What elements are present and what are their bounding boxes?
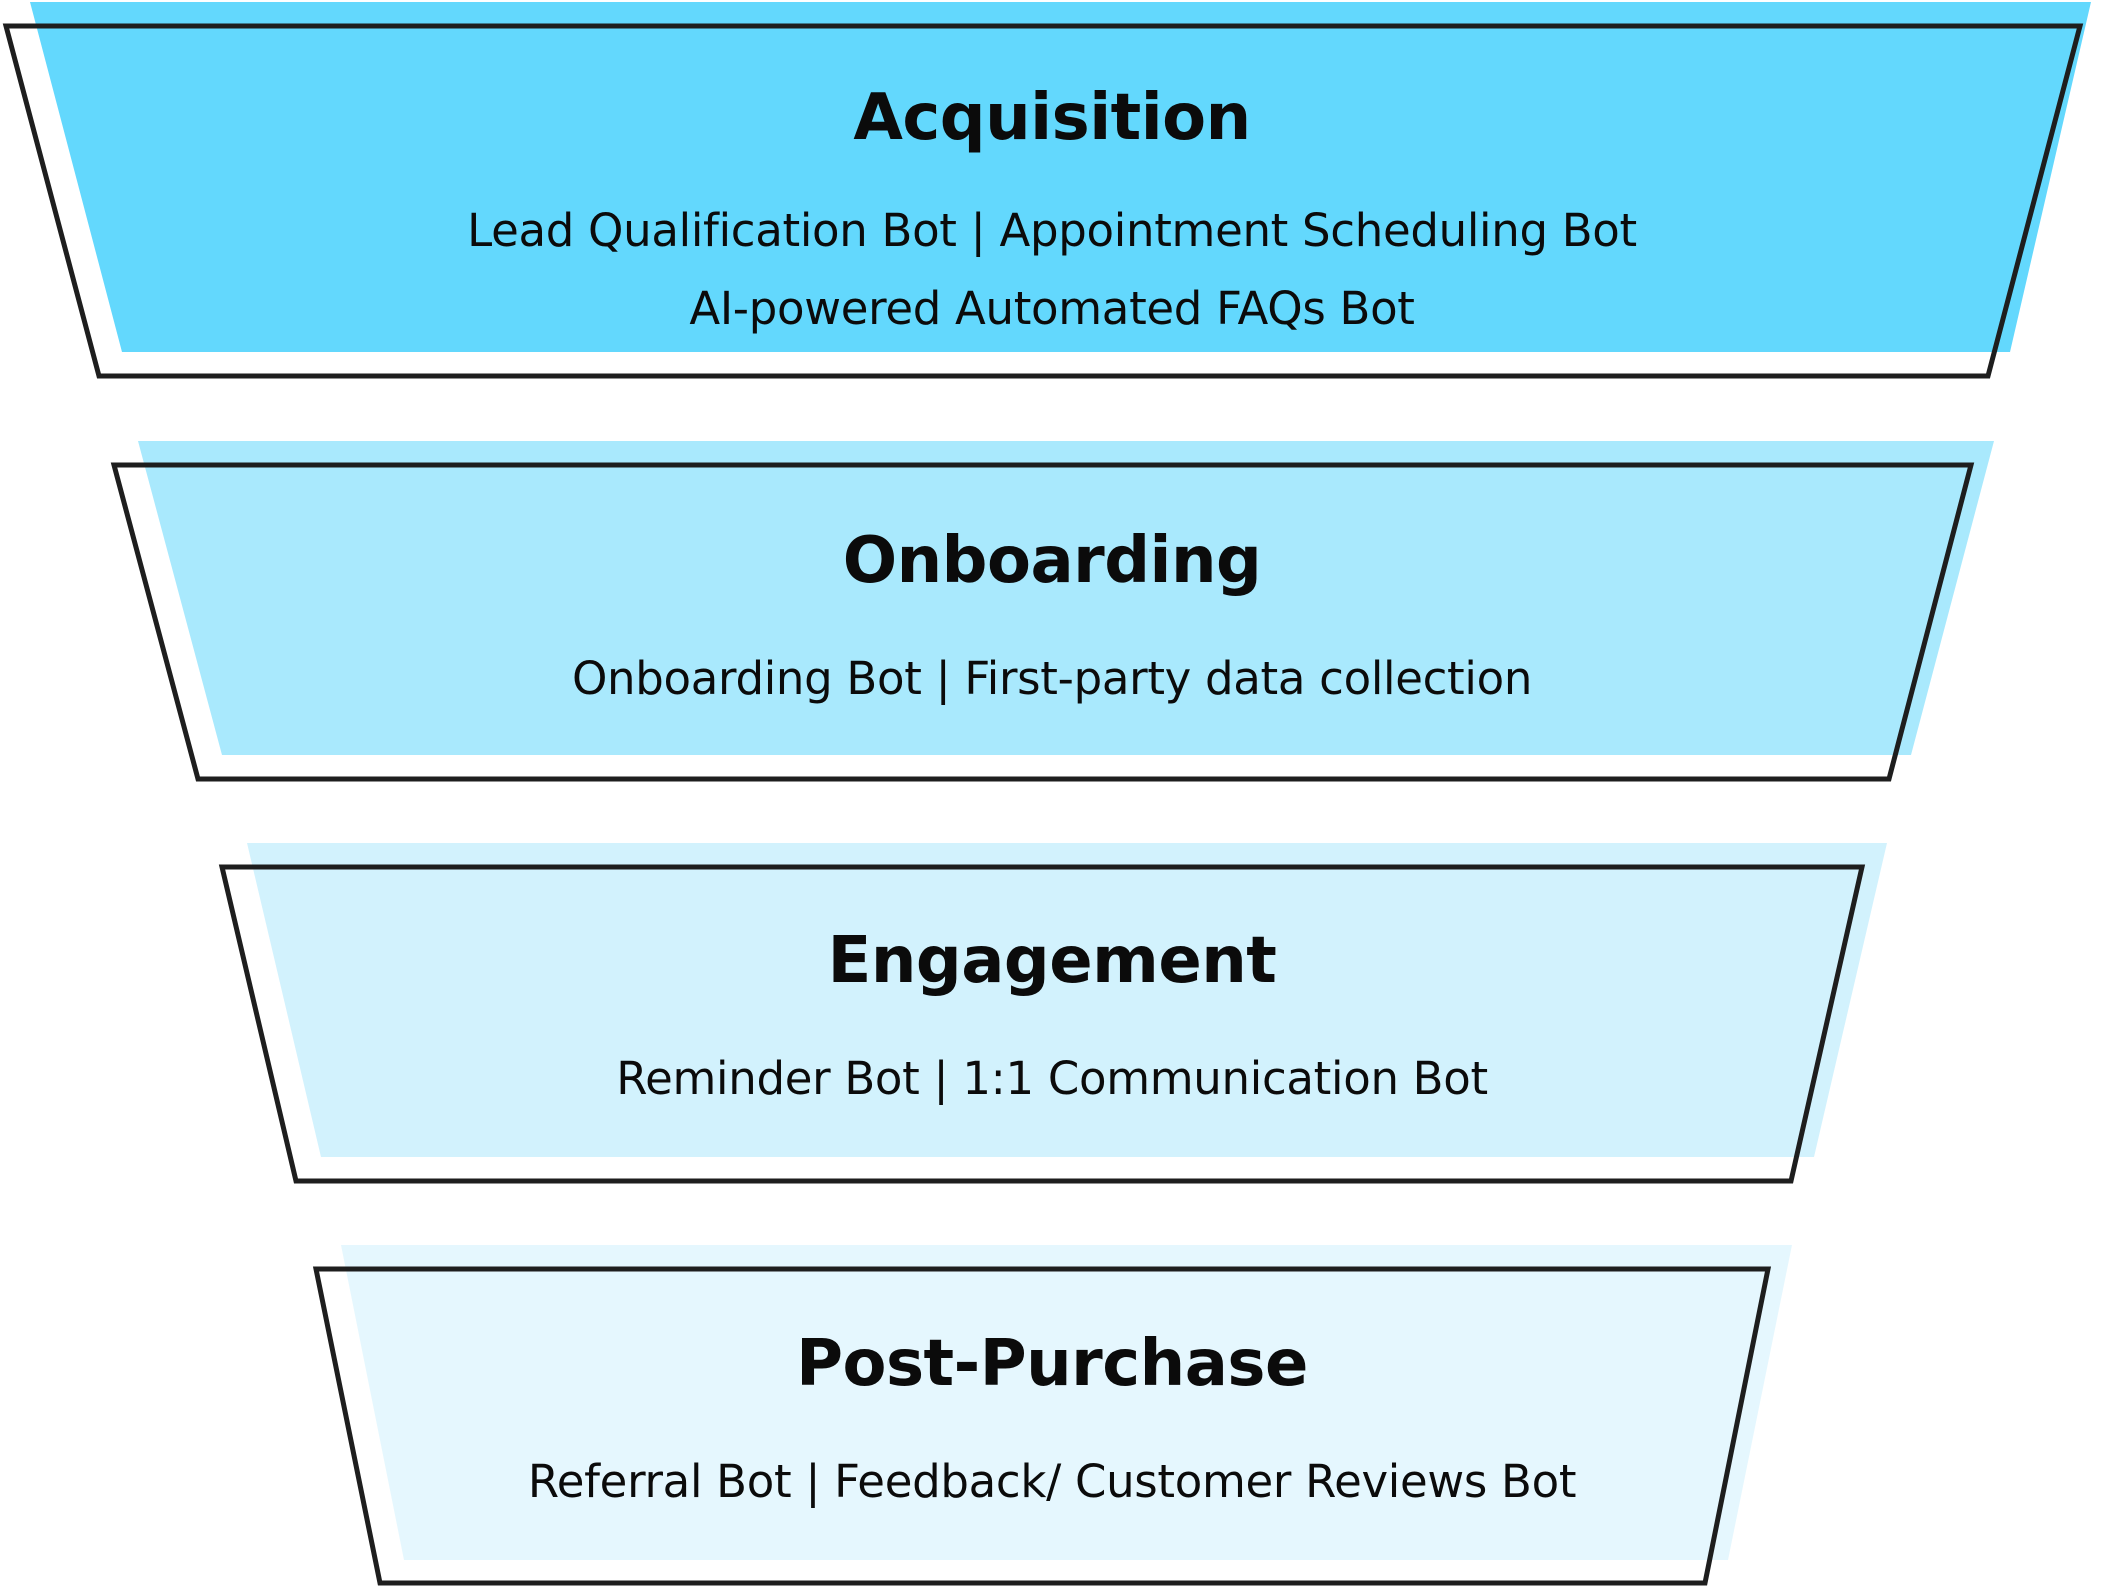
acquisition-fill-shape bbox=[30, 2, 2091, 352]
acquisition-bots-line-1-row: Lead Qualification Bot | Appointment Sch… bbox=[0, 208, 2104, 253]
onboarding-bots-row: Onboarding Bot | First-party data collec… bbox=[0, 656, 2104, 701]
acquisition-bots-line-1: Lead Qualification Bot | Appointment Sch… bbox=[467, 204, 1637, 257]
acquisition-bots-line-2: AI-powered Automated FAQs Bot bbox=[689, 282, 1415, 335]
post-purchase-title: Post-Purchase bbox=[796, 1327, 1308, 1401]
engagement-bots-line: Reminder Bot | 1:1 Communication Bot bbox=[616, 1052, 1488, 1105]
engagement-fill-shape bbox=[247, 843, 1887, 1157]
onboarding-stage: Onboarding bbox=[0, 529, 2104, 593]
acquisition-stage: Acquisition bbox=[0, 86, 2104, 150]
engagement-outline-shape bbox=[218, 864, 1866, 1184]
post-purchase-outline-shape bbox=[312, 1266, 1772, 1586]
post-purchase-bots-row: Referral Bot | Feedback/ Customer Review… bbox=[0, 1459, 2104, 1504]
engagement-bots-row: Reminder Bot | 1:1 Communication Bot bbox=[0, 1056, 2104, 1101]
post-purchase-stage: Post-Purchase bbox=[0, 1332, 2104, 1396]
engagement-title: Engagement bbox=[827, 924, 1277, 998]
post-purchase-fill-shape bbox=[341, 1245, 1792, 1560]
acquisition-bots-line-2-row: AI-powered Automated FAQs Bot bbox=[0, 286, 2104, 331]
acquisition-title: Acquisition bbox=[853, 81, 1251, 155]
onboarding-fill-shape bbox=[138, 441, 1994, 755]
acquisition-outline-shape bbox=[2, 23, 2084, 379]
engagement-stage: Engagement bbox=[0, 929, 2104, 993]
post-purchase-bots-line: Referral Bot | Feedback/ Customer Review… bbox=[527, 1455, 1577, 1508]
onboarding-title: Onboarding bbox=[842, 524, 1262, 598]
onboarding-bots-line: Onboarding Bot | First-party data collec… bbox=[571, 652, 1533, 705]
onboarding-outline-shape bbox=[110, 462, 1975, 782]
